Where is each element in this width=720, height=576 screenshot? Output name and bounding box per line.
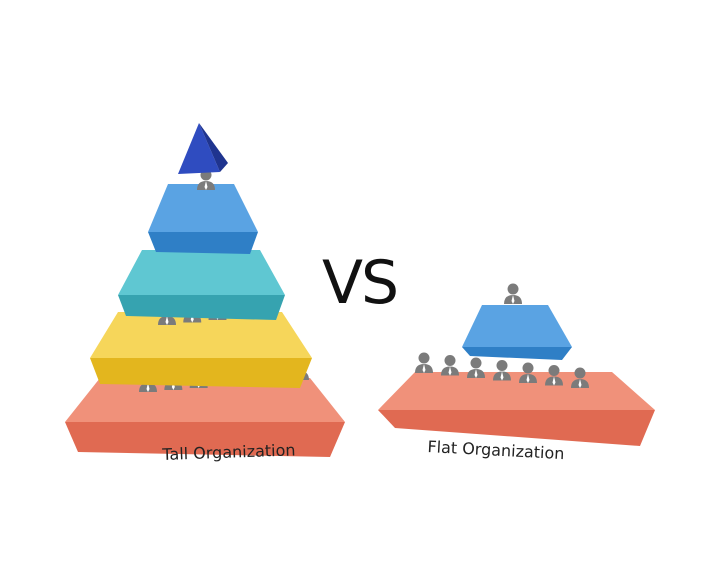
person-icon xyxy=(467,357,485,378)
person-icon xyxy=(545,365,563,386)
flat-level-1-front xyxy=(378,410,655,446)
flat-level-2-top xyxy=(462,305,572,347)
tall-organization-pyramid xyxy=(65,123,345,457)
tall-level-2-top xyxy=(90,312,312,358)
vs-label: VS xyxy=(322,248,399,318)
tall-level-1 xyxy=(65,378,345,457)
person-icon xyxy=(519,362,537,383)
tall-level-4-front xyxy=(148,232,258,254)
tall-level-2-front xyxy=(90,358,312,388)
tall-apex-front xyxy=(178,123,220,174)
flat-level-2-front xyxy=(462,347,572,360)
tall-level-3 xyxy=(118,250,285,320)
flat-level-2-people xyxy=(504,283,522,304)
person-icon xyxy=(571,367,589,388)
flat-level-2 xyxy=(462,305,572,360)
tall-level-2 xyxy=(90,312,312,388)
tall-level-1-front xyxy=(65,422,345,457)
tall-level-4 xyxy=(148,184,258,254)
person-icon xyxy=(415,352,433,373)
tall-level-3-top xyxy=(118,250,285,295)
person-icon xyxy=(441,355,459,376)
flat-level-1-top xyxy=(378,372,655,410)
person-icon xyxy=(493,360,511,381)
person-icon xyxy=(504,283,522,304)
flat-level-1 xyxy=(378,372,655,446)
flat-organization-structure xyxy=(378,283,655,446)
tall-level-1-top xyxy=(65,378,345,422)
flat-level-1-people xyxy=(415,352,589,388)
tall-level-4-top xyxy=(148,184,258,232)
tall-level-5-apex xyxy=(178,123,228,174)
tall-level-3-front xyxy=(118,295,285,320)
tall-apex-side xyxy=(199,123,228,172)
